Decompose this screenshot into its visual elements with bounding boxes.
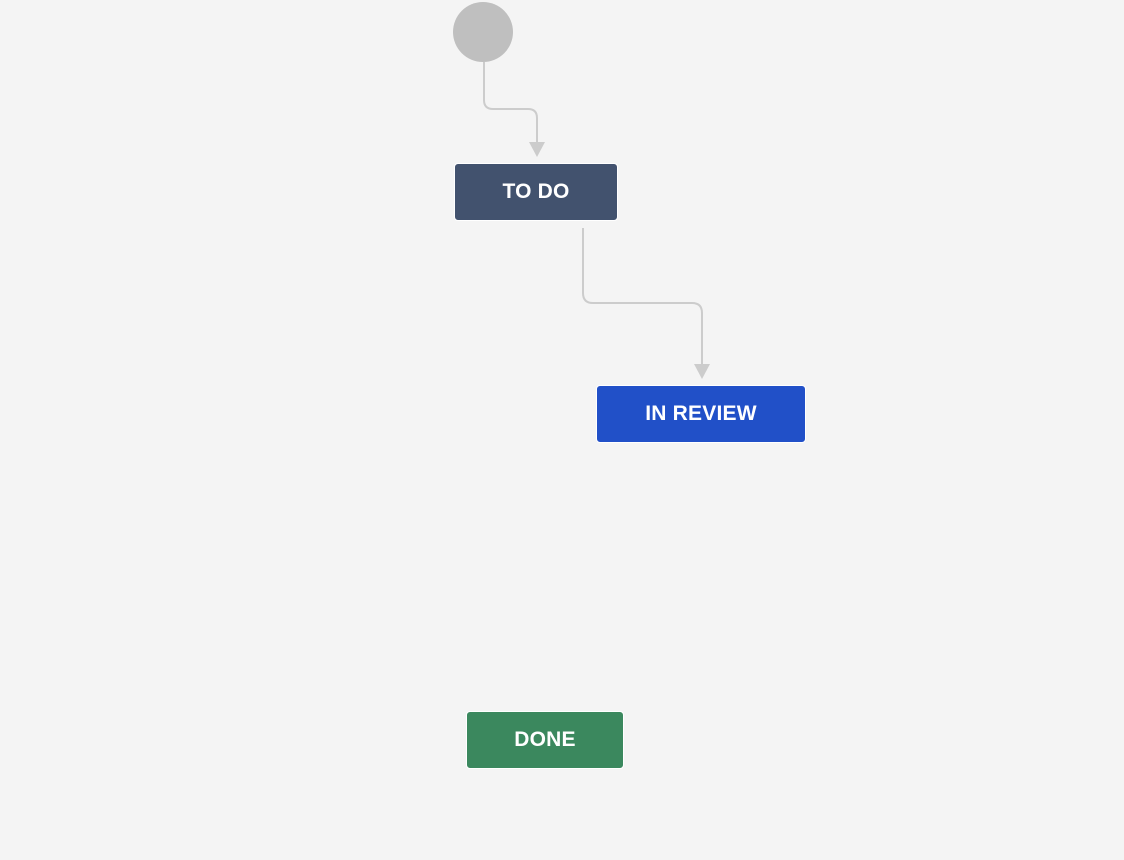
transition-start-to-todo[interactable]	[483, 62, 538, 142]
status-todo[interactable]: TO DO	[454, 163, 618, 221]
status-todo-label: TO DO	[502, 180, 570, 203]
arrow-head-todo	[529, 142, 545, 157]
status-in-review-label: IN REVIEW	[645, 402, 757, 425]
status-done-label: DONE	[514, 728, 576, 751]
status-done[interactable]: DONE	[466, 711, 624, 769]
start-node	[453, 2, 513, 62]
status-in-review[interactable]: IN REVIEW	[596, 385, 806, 443]
arrow-head-in-review	[694, 364, 710, 379]
transition-todo-to-in-review[interactable]	[582, 228, 703, 364]
